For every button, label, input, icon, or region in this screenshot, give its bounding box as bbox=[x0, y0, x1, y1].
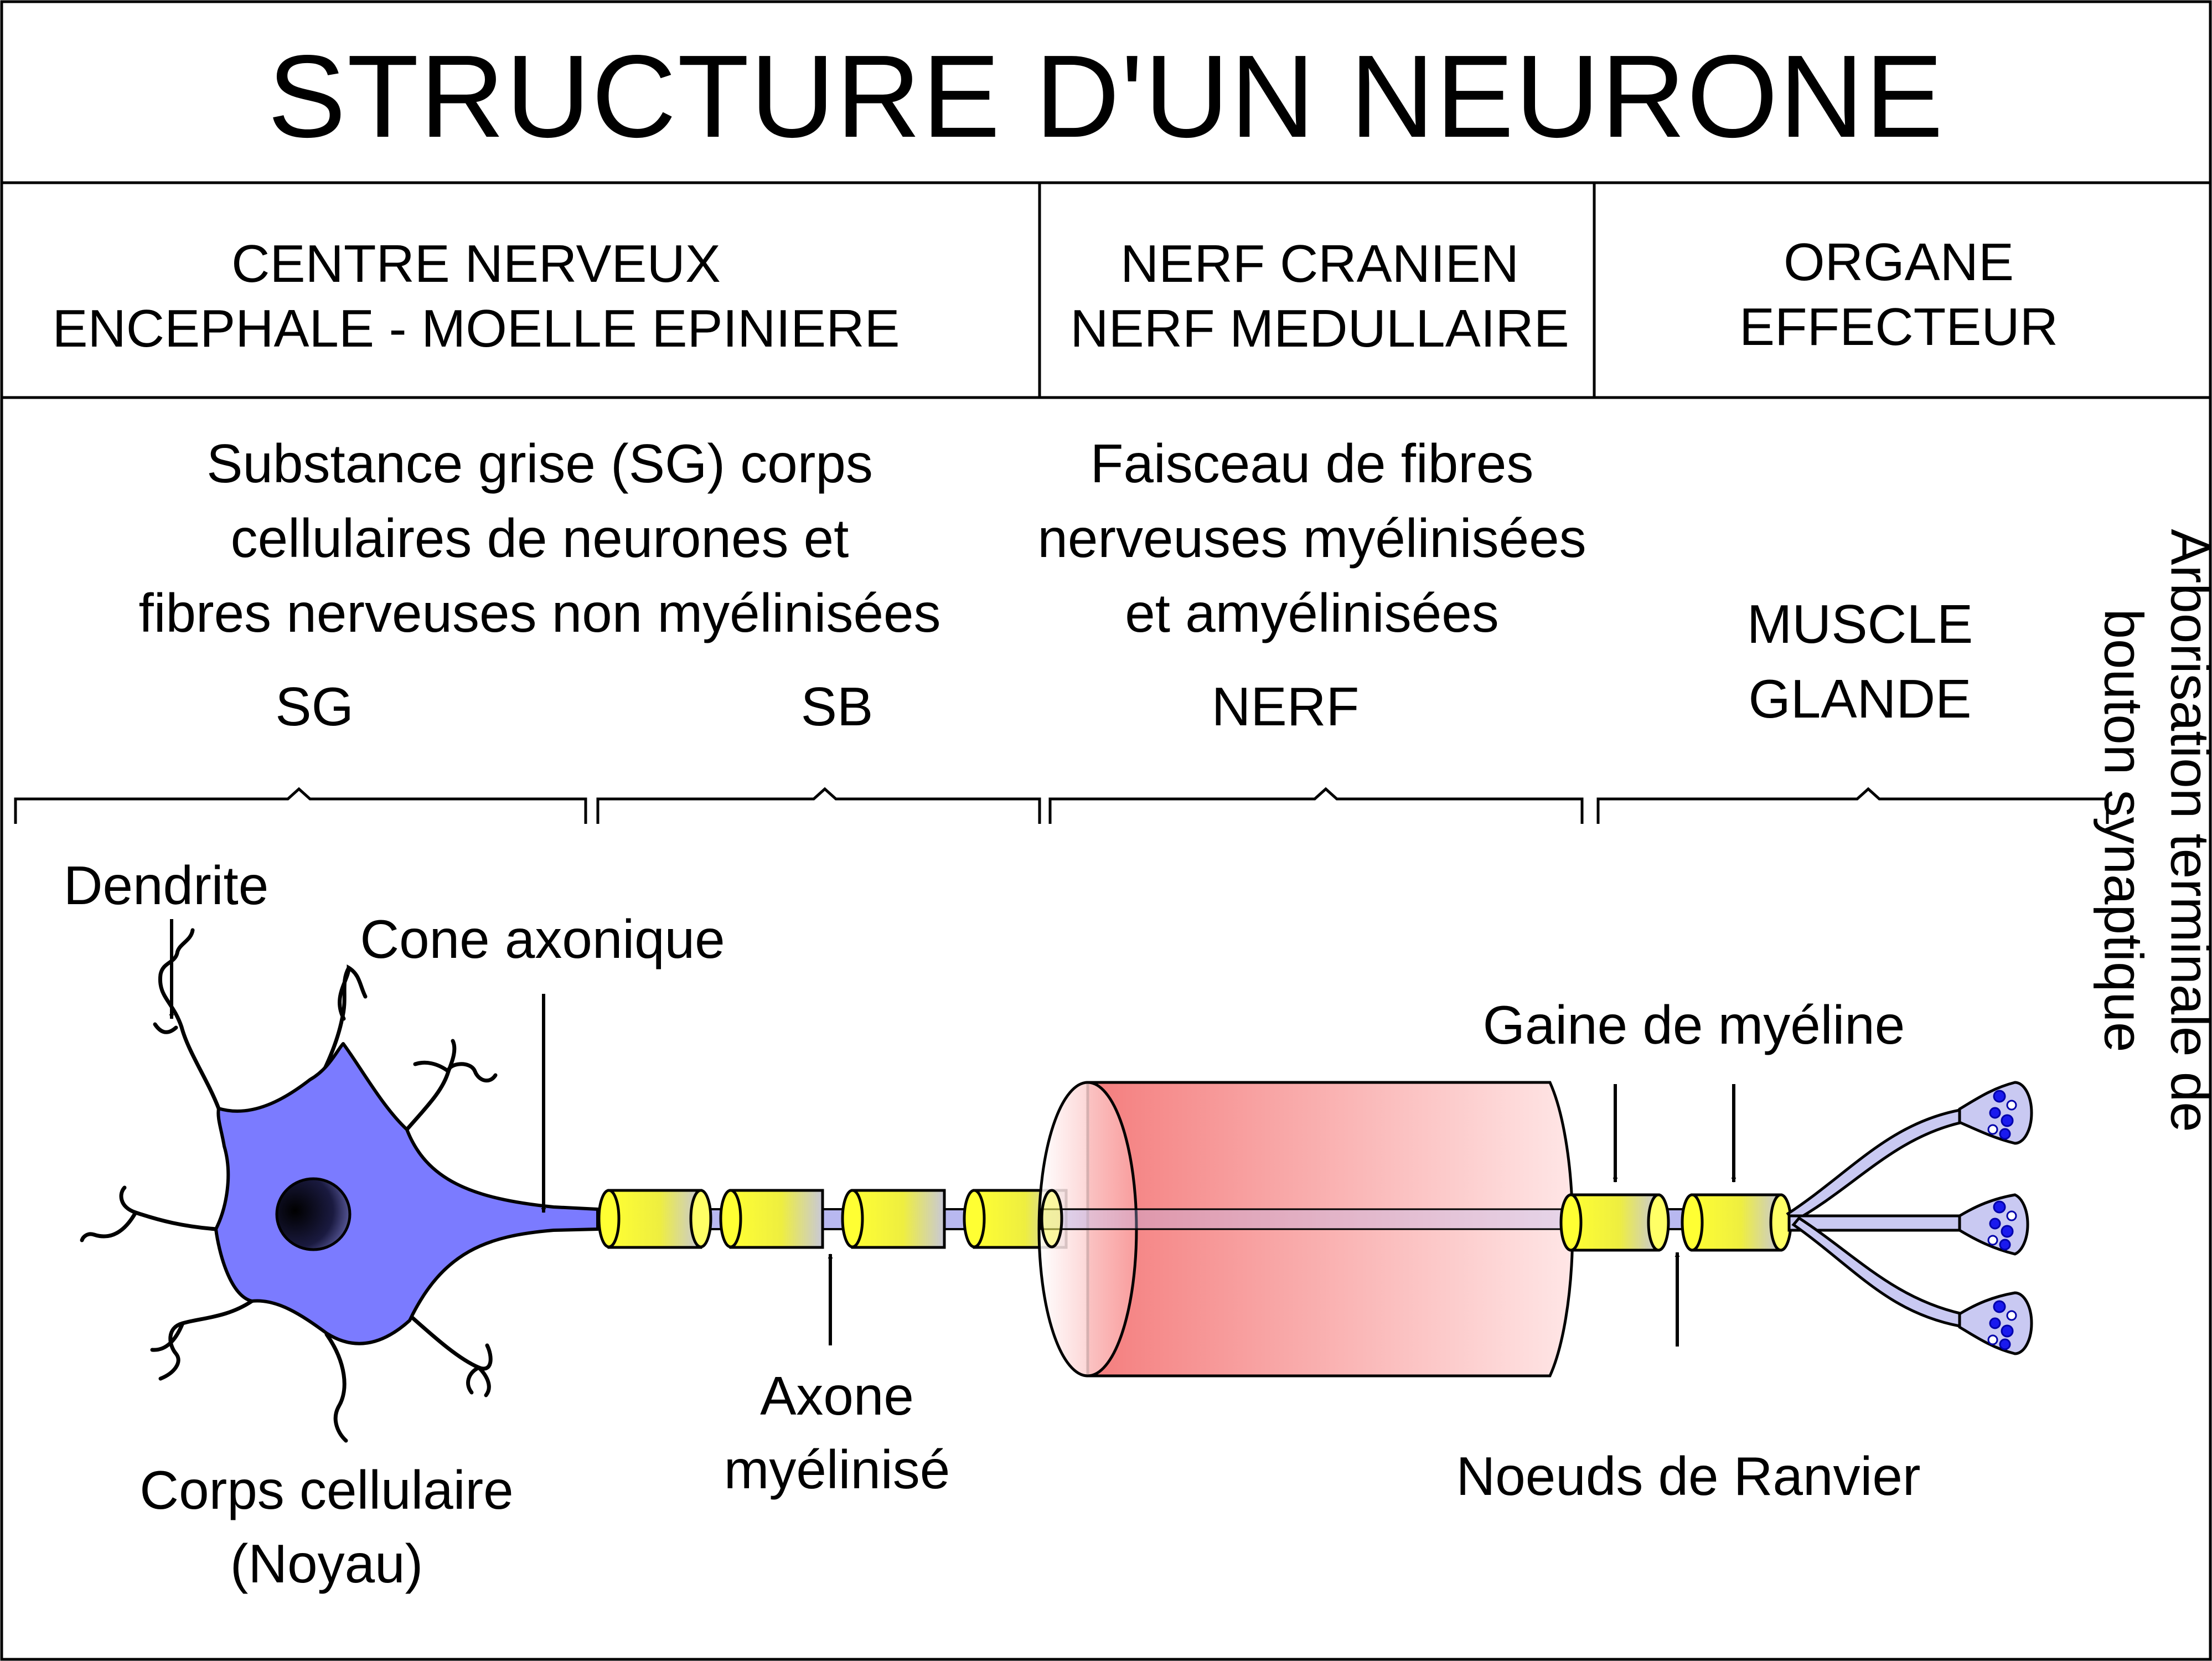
description-nerf-line1: Faisceau de fibres bbox=[1090, 433, 1534, 494]
label-axone-myelinise: Axone myélinisé bbox=[671, 1359, 1003, 1507]
label-corps-line1: Corps cellulaire bbox=[139, 1459, 514, 1520]
label-noeuds-ranvier: Noeuds de Ranvier bbox=[1456, 1446, 1921, 1507]
synaptic-vesicles bbox=[1987, 1090, 2017, 1350]
header-centre-nerveux: CENTRE NERVEUX ENCEPHALE - MOELLE EPINIE… bbox=[0, 231, 952, 361]
nucleus bbox=[275, 1177, 352, 1251]
myelin-segment bbox=[719, 1189, 824, 1249]
pointer-arrows bbox=[169, 919, 1736, 1347]
zone-label-nerf: NERF bbox=[1211, 676, 1360, 737]
label-gaine-myeline: Gaine de myéline bbox=[1482, 994, 1905, 1055]
zone-brackets bbox=[14, 787, 2109, 824]
myelin-segment bbox=[1559, 1193, 1670, 1252]
bracket-sg bbox=[14, 787, 587, 824]
zone-label-sb: SB bbox=[800, 676, 874, 737]
myelin-segment bbox=[841, 1189, 946, 1249]
myelin-segment bbox=[1681, 1193, 1792, 1252]
bracket-organe bbox=[1596, 787, 2109, 824]
description-sg-line1: Substance grise (SG) corps bbox=[206, 433, 873, 494]
description-nerf-line2: nerveuses myélinisées bbox=[1037, 508, 1586, 569]
terminal-arborisation bbox=[1786, 1081, 2033, 1355]
label-dendrite: Dendrite bbox=[63, 855, 269, 916]
cell-body bbox=[214, 1042, 599, 1345]
description-effecteur: MUSCLE GLANDE bbox=[1661, 587, 2059, 736]
header-organe: ORGANE EFFECTEUR bbox=[1594, 230, 2203, 359]
bracket-nerf bbox=[1048, 787, 1584, 824]
header-nerf-line1: NERF CRANIEN bbox=[1120, 234, 1520, 293]
description-faisceau: Faisceau de fibres nerveuses myélinisées… bbox=[996, 426, 1627, 651]
myelin-segment bbox=[597, 1189, 712, 1249]
description-muscle: MUSCLE bbox=[1746, 594, 1973, 654]
bracket-sb bbox=[596, 787, 1041, 824]
header-nerf: NERF CRANIEN NERF MEDULLAIRE bbox=[1040, 231, 1600, 361]
description-substance-grise: Substance grise (SG) corps cellulaires d… bbox=[0, 426, 1079, 651]
label-cone-axonique: Cone axonique bbox=[360, 909, 725, 969]
dendrites bbox=[80, 928, 498, 1443]
header-centre-line2: ENCEPHALE - MOELLE EPINIERE bbox=[52, 299, 900, 359]
header-nerf-line2: NERF MEDULLAIRE bbox=[1070, 299, 1569, 359]
label-axone-line2: myélinisé bbox=[723, 1439, 950, 1500]
description-glande: GLANDE bbox=[1748, 668, 1972, 730]
description-sg-line2: cellulaires de neurones et bbox=[230, 508, 849, 569]
myelin-sheaths-right bbox=[1559, 1193, 1792, 1252]
description-nerf-line3: et amyélinisées bbox=[1125, 582, 1499, 644]
label-axone-line1: Axone bbox=[760, 1365, 914, 1426]
label-corps-cellulaire: Corps cellulaire (Noyau) bbox=[77, 1453, 576, 1601]
header-organe-line1: ORGANE bbox=[1783, 233, 2014, 292]
label-arbor-line2: bouton synaptique bbox=[2094, 608, 2154, 1053]
label-corps-line2: (Noyau) bbox=[230, 1533, 423, 1595]
zone-label-sg: SG bbox=[275, 676, 354, 737]
label-arborisation-terminale: Arborisation terminale de bouton synapti… bbox=[2090, 529, 2212, 1132]
nerve-bundle bbox=[1037, 1081, 1590, 1378]
page-title: STRUCTURE D'UN NEURONE bbox=[267, 30, 1945, 162]
label-arbor-line1: Arborisation terminale de bbox=[2159, 529, 2212, 1132]
header-centre-line1: CENTRE NERVEUX bbox=[231, 234, 721, 293]
description-sg-line3: fibres nerveuses non myélinisées bbox=[138, 582, 941, 644]
header-organe-line2: EFFECTEUR bbox=[1739, 297, 2058, 357]
